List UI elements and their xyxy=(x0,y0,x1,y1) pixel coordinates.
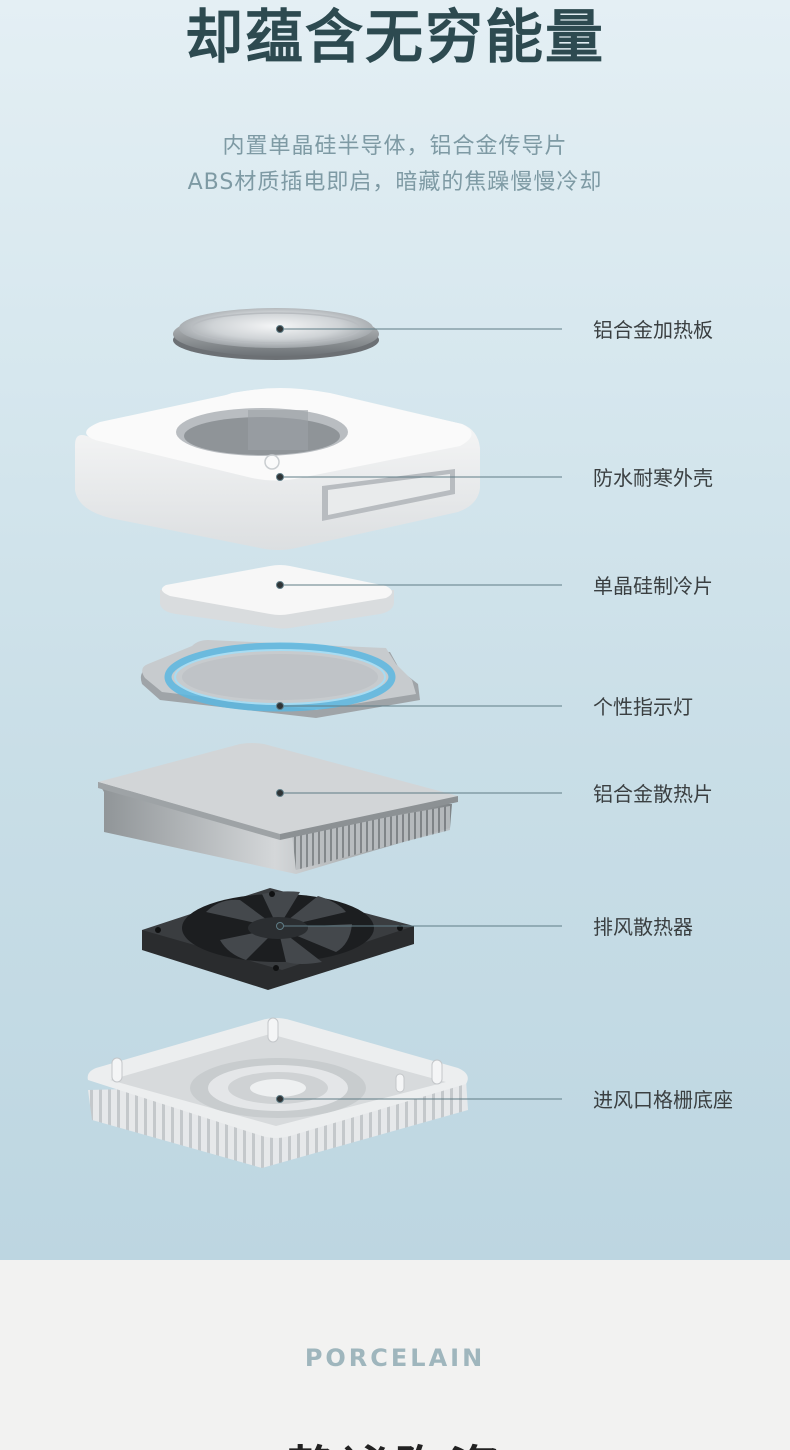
part-label-shell: 防水耐寒外壳 xyxy=(593,466,713,490)
section-eyebrow: PORCELAIN xyxy=(304,1344,486,1372)
porcelain-section: PORCELAIN 静谧陶瓷 xyxy=(0,1260,790,1450)
grille-base-icon xyxy=(87,1017,468,1168)
part-label-fan: 排风散热器 xyxy=(593,915,693,939)
part-label-heat-sink: 铝合金散热片 xyxy=(593,782,713,806)
cooling-chip-icon xyxy=(160,565,394,629)
part-label-cooling-chip: 单晶硅制冷片 xyxy=(593,574,713,598)
section-title: 静谧陶瓷 xyxy=(0,1430,790,1450)
hero-section: 却蕴含无穷能量 内置单晶硅半导体，铝合金传导片 ABS材质插电即启，暗藏的焦躁慢… xyxy=(0,0,790,1260)
leader-lines xyxy=(276,325,562,1103)
part-label-indicator: 个性指示灯 xyxy=(593,695,693,719)
hero-subtitle-line2: ABS材质插电即启，暗藏的焦躁慢慢冷却 xyxy=(187,170,603,195)
heat-sink-icon xyxy=(98,743,458,874)
hero-subtitle-line1: 内置单晶硅半导体，铝合金传导片 xyxy=(222,134,568,159)
outer-shell-icon xyxy=(75,388,480,550)
heating-disc-icon xyxy=(173,308,379,360)
part-label-grille-base: 进风口格栅底座 xyxy=(593,1088,733,1112)
exploded-view-illustration xyxy=(75,308,562,1168)
hero-title: 却蕴含无穷能量 xyxy=(184,3,605,71)
part-label-heating-plate: 铝合金加热板 xyxy=(593,318,713,342)
fan-icon xyxy=(142,888,414,990)
